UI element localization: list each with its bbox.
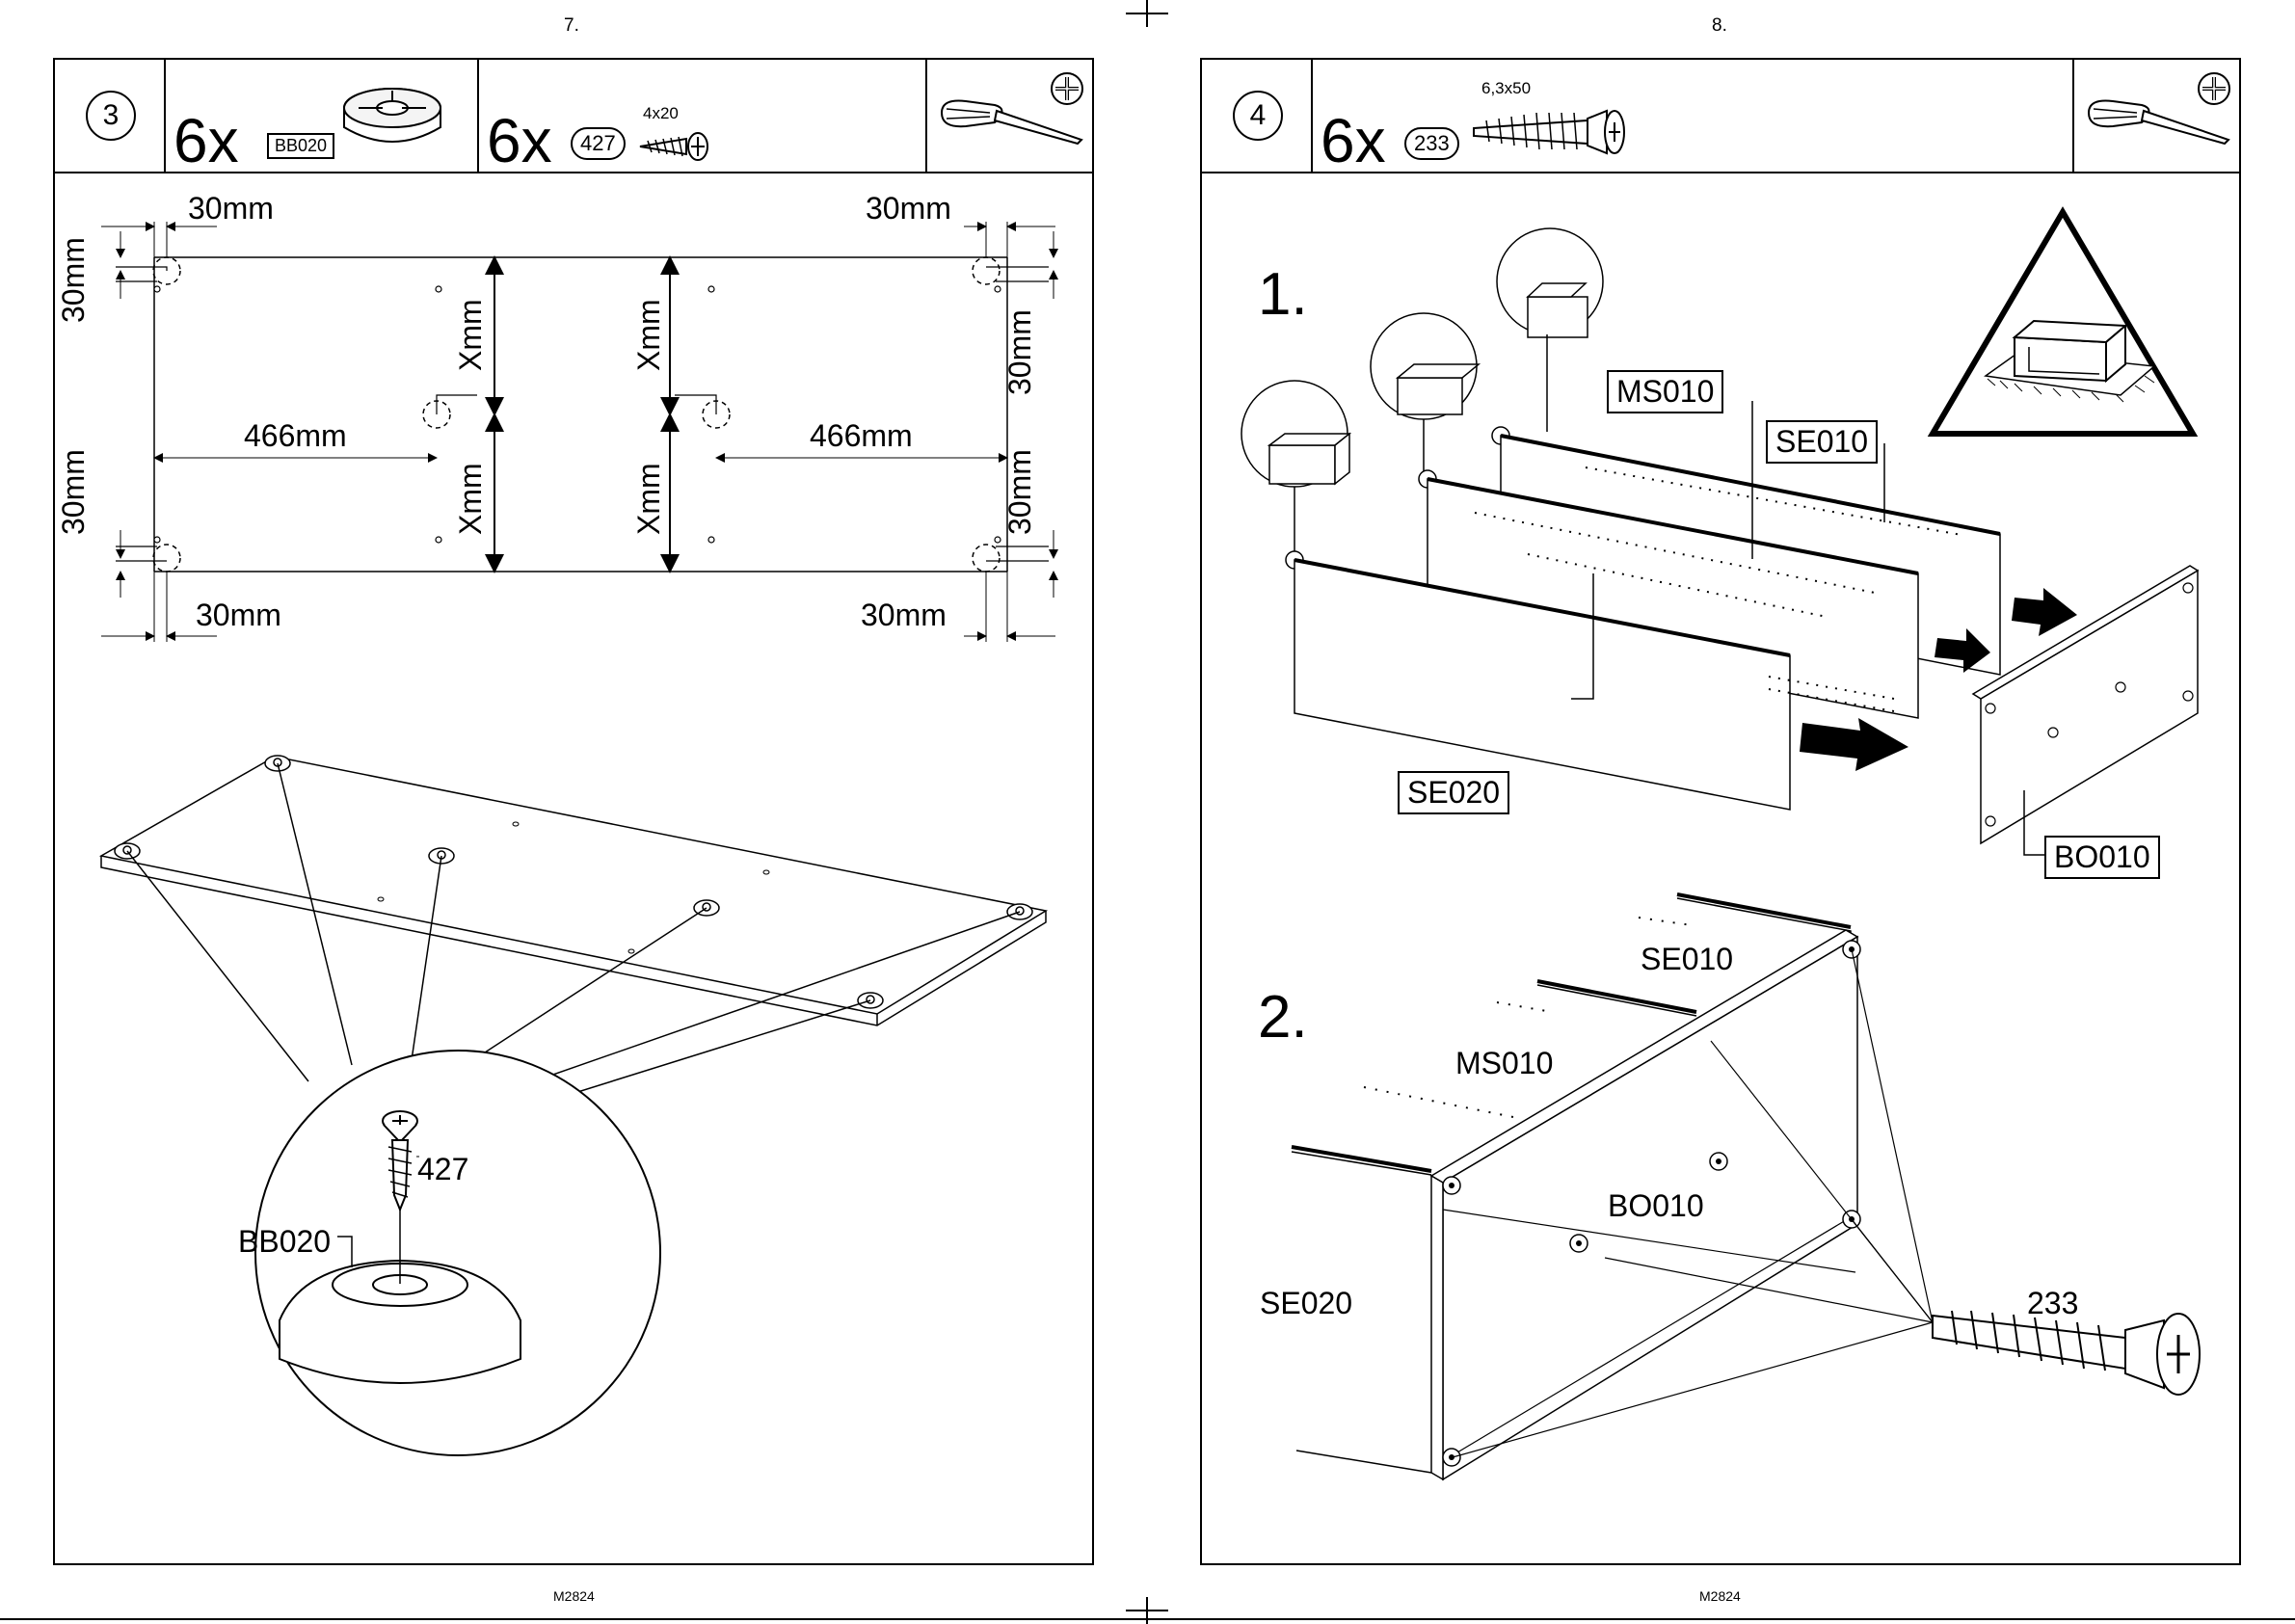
part-code: 427 bbox=[571, 127, 626, 160]
step-cell: 4 bbox=[1202, 60, 1313, 172]
dim-x-1: Xmm bbox=[453, 299, 489, 371]
label-bo010: BO010 bbox=[2044, 836, 2160, 879]
step-cell: 3 bbox=[55, 60, 166, 172]
page-number-right: 8. bbox=[1712, 15, 1727, 37]
screw-icon bbox=[638, 127, 715, 166]
dim-bottom-left: 30mm bbox=[196, 598, 281, 633]
part-qty: 6x bbox=[1321, 110, 1386, 172]
detail-label-427: 427 bbox=[417, 1152, 468, 1187]
part-cell-bb020: 6x BB020 bbox=[166, 60, 479, 172]
dim-466-left: 466mm bbox=[244, 418, 347, 454]
part-cell-233: 6x 233 6,3x50 bbox=[1313, 60, 2074, 172]
dim-side-left-top: 30mm bbox=[56, 237, 92, 323]
dim-side-right-bottom: 30mm bbox=[1002, 449, 1038, 535]
label-se020: SE020 bbox=[1398, 771, 1509, 814]
dim-top-left: 30mm bbox=[188, 191, 274, 226]
label-se020-2: SE020 bbox=[1260, 1286, 1352, 1321]
label-ms010-2: MS010 bbox=[1455, 1046, 1553, 1081]
board-isometric bbox=[53, 742, 1094, 1417]
foot-icon bbox=[339, 79, 445, 156]
part-qty: 6x bbox=[487, 110, 552, 172]
label-ms010: MS010 bbox=[1607, 370, 1723, 413]
step-number: 4 bbox=[1233, 91, 1283, 141]
label-bo010-2: BO010 bbox=[1608, 1188, 1704, 1224]
left-header: 3 6x BB020 6x 427 4x20 bbox=[55, 60, 1092, 173]
phillips-bit-icon bbox=[2195, 69, 2233, 108]
step-number: 3 bbox=[86, 91, 136, 141]
dim-bottom-right: 30mm bbox=[861, 598, 947, 633]
part-cell-427: 6x 427 4x20 bbox=[479, 60, 927, 172]
dim-x-2: Xmm bbox=[453, 463, 489, 535]
footer-left: M2824 bbox=[553, 1588, 595, 1604]
dim-top-right: 30mm bbox=[866, 191, 951, 226]
label-se010-2: SE010 bbox=[1641, 942, 1733, 977]
part-code: 233 bbox=[1404, 127, 1459, 160]
part-size: 4x20 bbox=[643, 104, 679, 123]
part-code: BB020 bbox=[267, 133, 334, 159]
dowel-screw-icon bbox=[1472, 103, 1636, 161]
panels-exploded bbox=[1200, 212, 2241, 887]
label-se010: SE010 bbox=[1766, 420, 1878, 464]
dim-466-right: 466mm bbox=[810, 418, 913, 454]
detail-label-bb020: BB020 bbox=[238, 1224, 331, 1260]
right-header: 4 6x 233 6,3x50 bbox=[1202, 60, 2239, 173]
dim-x-4: Xmm bbox=[631, 463, 667, 535]
dim-side-right-top: 30mm bbox=[1002, 309, 1038, 395]
label-233: 233 bbox=[2027, 1286, 2078, 1321]
phillips-bit-icon bbox=[1048, 69, 1086, 108]
part-qty: 6x bbox=[173, 110, 239, 172]
dim-side-left-bottom: 30mm bbox=[56, 449, 92, 535]
dim-x-3: Xmm bbox=[631, 299, 667, 371]
part-size: 6,3x50 bbox=[1481, 79, 1531, 98]
dowel-screw-icon bbox=[1933, 1311, 2200, 1395]
drilling-diagram bbox=[53, 173, 1094, 655]
footer-right: M2824 bbox=[1699, 1588, 1741, 1604]
